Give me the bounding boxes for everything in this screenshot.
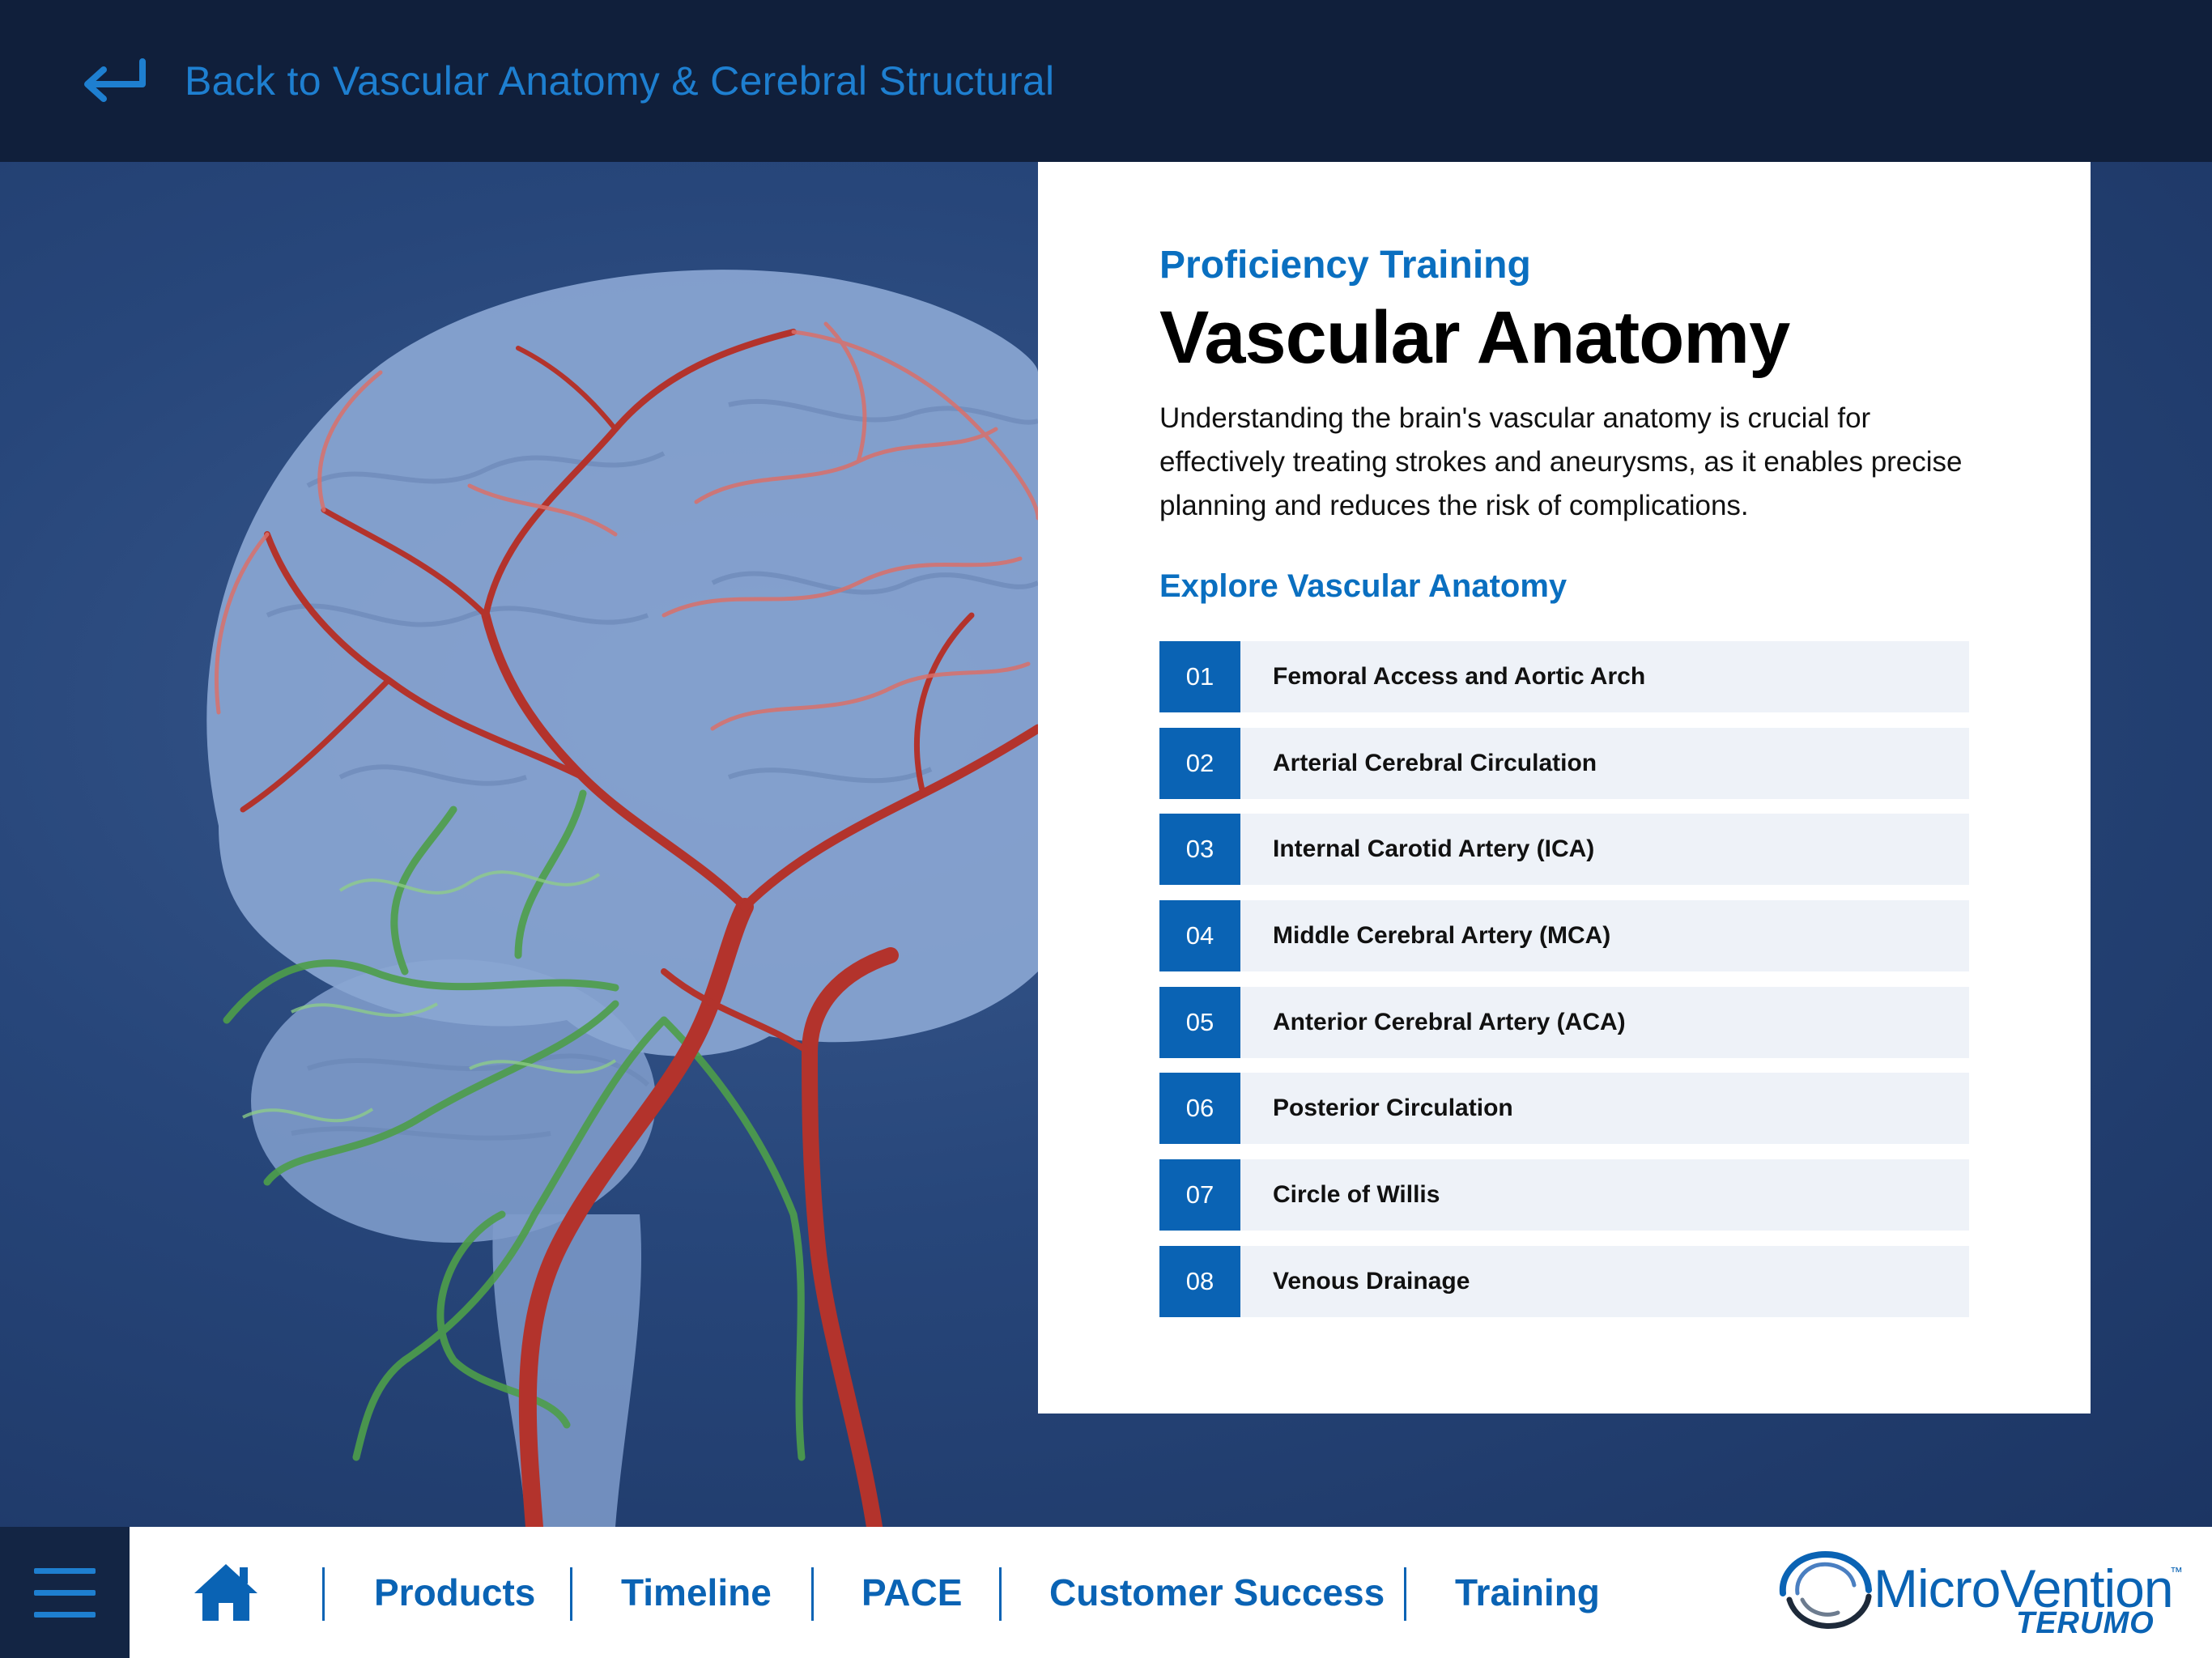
hamburger-menu-icon	[34, 1567, 96, 1574]
nav-timeline[interactable]: Timeline	[621, 1571, 772, 1613]
logo-wordmark: MicroVention	[1874, 1558, 2174, 1618]
back-link[interactable]: Back to Vascular Anatomy & Cerebral Stru…	[78, 40, 1054, 121]
topic-number: 04	[1159, 900, 1240, 972]
topic-number: 05	[1159, 986, 1240, 1058]
nav-training[interactable]: Training	[1455, 1571, 1600, 1613]
microvention-logo: MicroVention ™ TERUMO	[1773, 1543, 2194, 1640]
topic-item-circle-of-willis[interactable]: 07 Circle of Willis	[1159, 1159, 1969, 1231]
topic-label: Circle of Willis	[1273, 1181, 1440, 1209]
topic-label: Internal Carotid Artery (ICA)	[1273, 835, 1595, 863]
topic-item-mca[interactable]: 04 Middle Cerebral Artery (MCA)	[1159, 900, 1969, 972]
microvention-swirl-icon	[1779, 1550, 1872, 1629]
topic-item-femoral-access[interactable]: 01 Femoral Access and Aortic Arch	[1159, 641, 1969, 712]
nav-customer-success[interactable]: Customer Success	[1049, 1571, 1385, 1613]
nav-separator	[570, 1567, 572, 1621]
topic-list: 01 Femoral Access and Aortic Arch 02 Art…	[1159, 641, 1969, 1333]
card-description: Understanding the brain's vascular anato…	[1159, 402, 1963, 521]
nav-separator	[322, 1567, 325, 1621]
logo-subtitle: TERUMO	[2016, 1606, 2155, 1640]
topic-item-ica[interactable]: 03 Internal Carotid Artery (ICA)	[1159, 814, 1969, 886]
card-eyebrow: Proficiency Training	[1159, 244, 1531, 287]
menu-button[interactable]	[0, 1527, 130, 1658]
hamburger-menu-icon	[34, 1611, 96, 1618]
topic-number: 06	[1159, 1073, 1240, 1145]
topic-item-posterior-circulation[interactable]: 06 Posterior Circulation	[1159, 1073, 1969, 1145]
topic-label: Middle Cerebral Artery (MCA)	[1273, 922, 1611, 950]
topic-number: 08	[1159, 1245, 1240, 1317]
topic-label: Venous Drainage	[1273, 1267, 1470, 1295]
topic-item-arterial-circulation[interactable]: 02 Arterial Cerebral Circulation	[1159, 727, 1969, 799]
nav-separator	[999, 1567, 1002, 1621]
bottom-nav-bar: Products Timeline PACE Customer Success …	[0, 1527, 2212, 1658]
topic-label: Arterial Cerebral Circulation	[1273, 749, 1597, 776]
page-title: Vascular Anatomy	[1159, 296, 1790, 379]
topic-label: Femoral Access and Aortic Arch	[1273, 663, 1646, 690]
logo-trademark: ™	[2170, 1566, 2183, 1579]
topic-item-aca[interactable]: 05 Anterior Cerebral Artery (ACA)	[1159, 986, 1969, 1058]
brain-vasculature-illustration	[206, 270, 1038, 1527]
topic-label: Anterior Cerebral Artery (ACA)	[1273, 1008, 1626, 1035]
topic-number: 03	[1159, 814, 1240, 886]
topic-number: 02	[1159, 727, 1240, 799]
topic-number: 01	[1159, 641, 1240, 712]
info-card: Proficiency Training Vascular Anatomy Un…	[1038, 162, 2091, 1414]
topic-number: 07	[1159, 1159, 1240, 1231]
explore-heading: Explore Vascular Anatomy	[1159, 568, 1568, 604]
return-arrow-icon	[84, 58, 146, 102]
nav-separator	[1404, 1567, 1406, 1621]
topic-label: Posterior Circulation	[1273, 1095, 1513, 1122]
topic-item-venous-drainage[interactable]: 08 Venous Drainage	[1159, 1245, 1969, 1317]
nav-pace[interactable]: PACE	[861, 1571, 963, 1613]
nav-products[interactable]: Products	[374, 1571, 536, 1613]
nav-separator	[811, 1567, 814, 1621]
back-link-label: Back to Vascular Anatomy & Cerebral Stru…	[185, 58, 1055, 104]
home-icon[interactable]	[191, 1559, 261, 1624]
top-bar: Back to Vascular Anatomy & Cerebral Stru…	[0, 0, 2212, 162]
hamburger-menu-icon	[34, 1589, 96, 1596]
